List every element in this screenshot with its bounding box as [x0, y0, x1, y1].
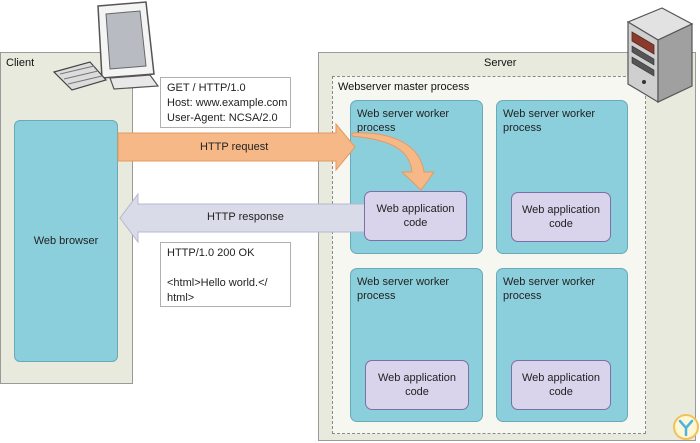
logo-icon [673, 414, 699, 440]
worker-process-4: Web server worker process Web applicatio… [496, 268, 628, 422]
web-browser-box: Web browser [14, 120, 118, 362]
worker-title: Web server worker process [503, 276, 596, 302]
request-note: GET / HTTP/1.0 Host: www.example.com Use… [160, 77, 291, 128]
web-app-code: Web application code [511, 192, 611, 242]
server-tower-icon [626, 7, 694, 104]
web-browser-label: Web browser [33, 235, 99, 247]
web-app-code-1: Web application code [364, 191, 467, 241]
http-request-label: HTTP request [200, 141, 269, 153]
computer-icon [52, 1, 160, 91]
worker-title: Web server worker process [357, 108, 450, 134]
worker-title: Web server worker process [503, 108, 596, 134]
curved-arrow [351, 132, 435, 191]
web-app-code: Web application code [511, 360, 611, 410]
web-app-code: Web application code [365, 360, 469, 410]
http-response-label: HTTP response [207, 211, 284, 223]
response-note: HTTP/1.0 200 OK <html>Hello world.</ htm… [160, 242, 291, 307]
worker-process-3: Web server worker process Web applicatio… [350, 268, 483, 422]
server-label: Server [484, 57, 517, 69]
worker-process-2: Web server worker process Web applicatio… [496, 100, 628, 254]
http-request-arrow [117, 122, 356, 172]
client-label: Client [6, 57, 35, 69]
master-process-label: Webserver master process [338, 81, 470, 93]
worker-title: Web server worker process [357, 276, 450, 302]
http-response-arrow [119, 192, 366, 244]
